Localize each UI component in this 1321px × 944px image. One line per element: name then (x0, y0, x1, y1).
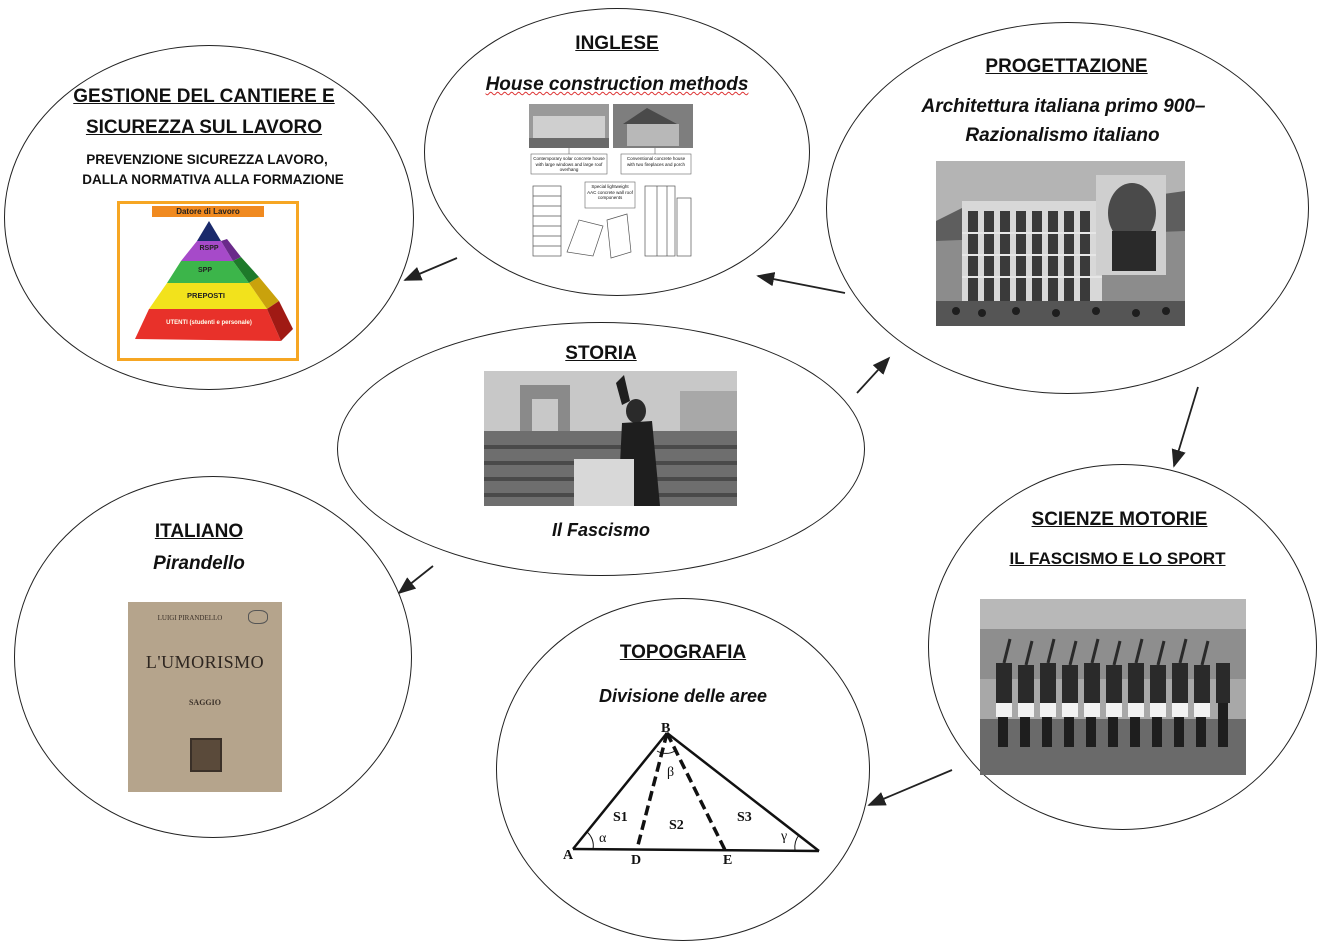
node-storia: STORIA Il Fascismo (337, 322, 865, 576)
sicurezza-title-line1: GESTIONE DEL CANTIERE E (73, 86, 335, 107)
arrow-inglese-to-sicurezza (403, 257, 458, 281)
node-scienze: SCIENZE MOTORIE IL FASCISMO E LO SPORT (928, 464, 1317, 830)
house-construction-image: Contemporary solar concrete house with l… (527, 102, 695, 262)
angle-label-alpha: α (599, 831, 607, 846)
pyramid-level-spp: SPP (197, 267, 212, 274)
point-label-d: D (631, 853, 642, 868)
arrow-storia-to-progettazione (856, 356, 891, 394)
mussolini-speech-photo (484, 371, 737, 506)
inglese-subtitle: House construction methods (485, 74, 749, 95)
book-stamp (248, 610, 268, 624)
angle-label-beta: β (667, 765, 675, 780)
node-inglese: INGLESE House construction methods (424, 8, 810, 296)
progettazione-title: PROGETTAZIONE (985, 56, 1148, 77)
sicurezza-title-line2: SICUREZZA SUL LAVORO (85, 117, 323, 138)
italiano-subtitle: Pirandello (153, 553, 245, 574)
book-subtitle: SAGGIO (188, 698, 221, 707)
book-emblem (190, 738, 222, 772)
point-label-b: B (661, 721, 671, 736)
storia-caption: Il Fascismo (551, 520, 651, 540)
italian-football-team-photo (980, 599, 1246, 775)
house-caption-1: Contemporary solar concrete house with l… (533, 156, 605, 172)
book-author: LUIGI PIRANDELLO (157, 614, 223, 622)
scienze-title: SCIENZE MOTORIE (1031, 509, 1208, 530)
arrow-progettazione-to-inglese (756, 272, 846, 294)
house-caption-3: Special lightweight AAC concrete wall ro… (587, 184, 633, 200)
area-label-s1: S1 (613, 810, 628, 825)
house-caption-2: Conventional concrete house with two fir… (626, 156, 686, 167)
node-progettazione: PROGETTAZIONE Architettura italiana prim… (826, 22, 1309, 394)
node-topografia: TOPOGRAFIA Divisione delle aree B A D E … (496, 598, 870, 941)
arrow-progettazione-to-scienze (1171, 386, 1199, 468)
point-label-e: E (723, 853, 733, 868)
pyramid-level-preposti: PREPOSTI (187, 291, 225, 300)
node-sicurezza: GESTIONE DEL CANTIERE E SICUREZZA SUL LA… (4, 45, 414, 390)
angle-label-gamma: γ (781, 829, 788, 844)
arrow-storia-to-italiano (397, 565, 434, 595)
arrow-scienze-to-topografia (867, 769, 953, 806)
scienze-subtitle: IL FASCISMO E LO SPORT (1009, 549, 1226, 568)
point-label-a: A (563, 848, 574, 863)
sicurezza-desc-line1: PREVENZIONE SICUREZZA LAVORO, (86, 152, 328, 167)
node-italiano: ITALIANO Pirandello LUIGI PIRANDELLO L'U… (14, 476, 412, 838)
topografia-subtitle: Divisione delle aree (598, 686, 768, 706)
pyramid-header: Datore di Lavoro (152, 206, 264, 217)
book-title: L'UMORISMO (145, 652, 265, 672)
casa-del-fascio-photo (936, 161, 1185, 326)
umorismo-book-cover: LUIGI PIRANDELLO L'UMORISMO SAGGIO (128, 602, 282, 792)
inglese-title: INGLESE (575, 33, 659, 54)
pyramid-level-rspp: RSPP (199, 245, 219, 252)
progettazione-subtitle-line1: Architettura italiana primo 900– (921, 96, 1206, 117)
progettazione-subtitle-line2: Razionalismo italiano (965, 125, 1160, 146)
topografia-title: TOPOGRAFIA (619, 642, 747, 663)
italiano-title: ITALIANO (154, 521, 244, 542)
pyramid-level-utenti: UTENTI (studenti e personale) (166, 320, 252, 326)
area-label-s2: S2 (669, 818, 684, 833)
safety-pyramid-image: Datore di Lavoro RSPP SPP PREPOSTI UTENT… (117, 201, 299, 361)
sicurezza-desc-line2: DALLA NORMATIVA ALLA FORMAZIONE (82, 172, 344, 187)
storia-title: STORIA (565, 343, 637, 364)
area-label-s3: S3 (737, 810, 752, 825)
area-division-triangle (572, 732, 820, 853)
